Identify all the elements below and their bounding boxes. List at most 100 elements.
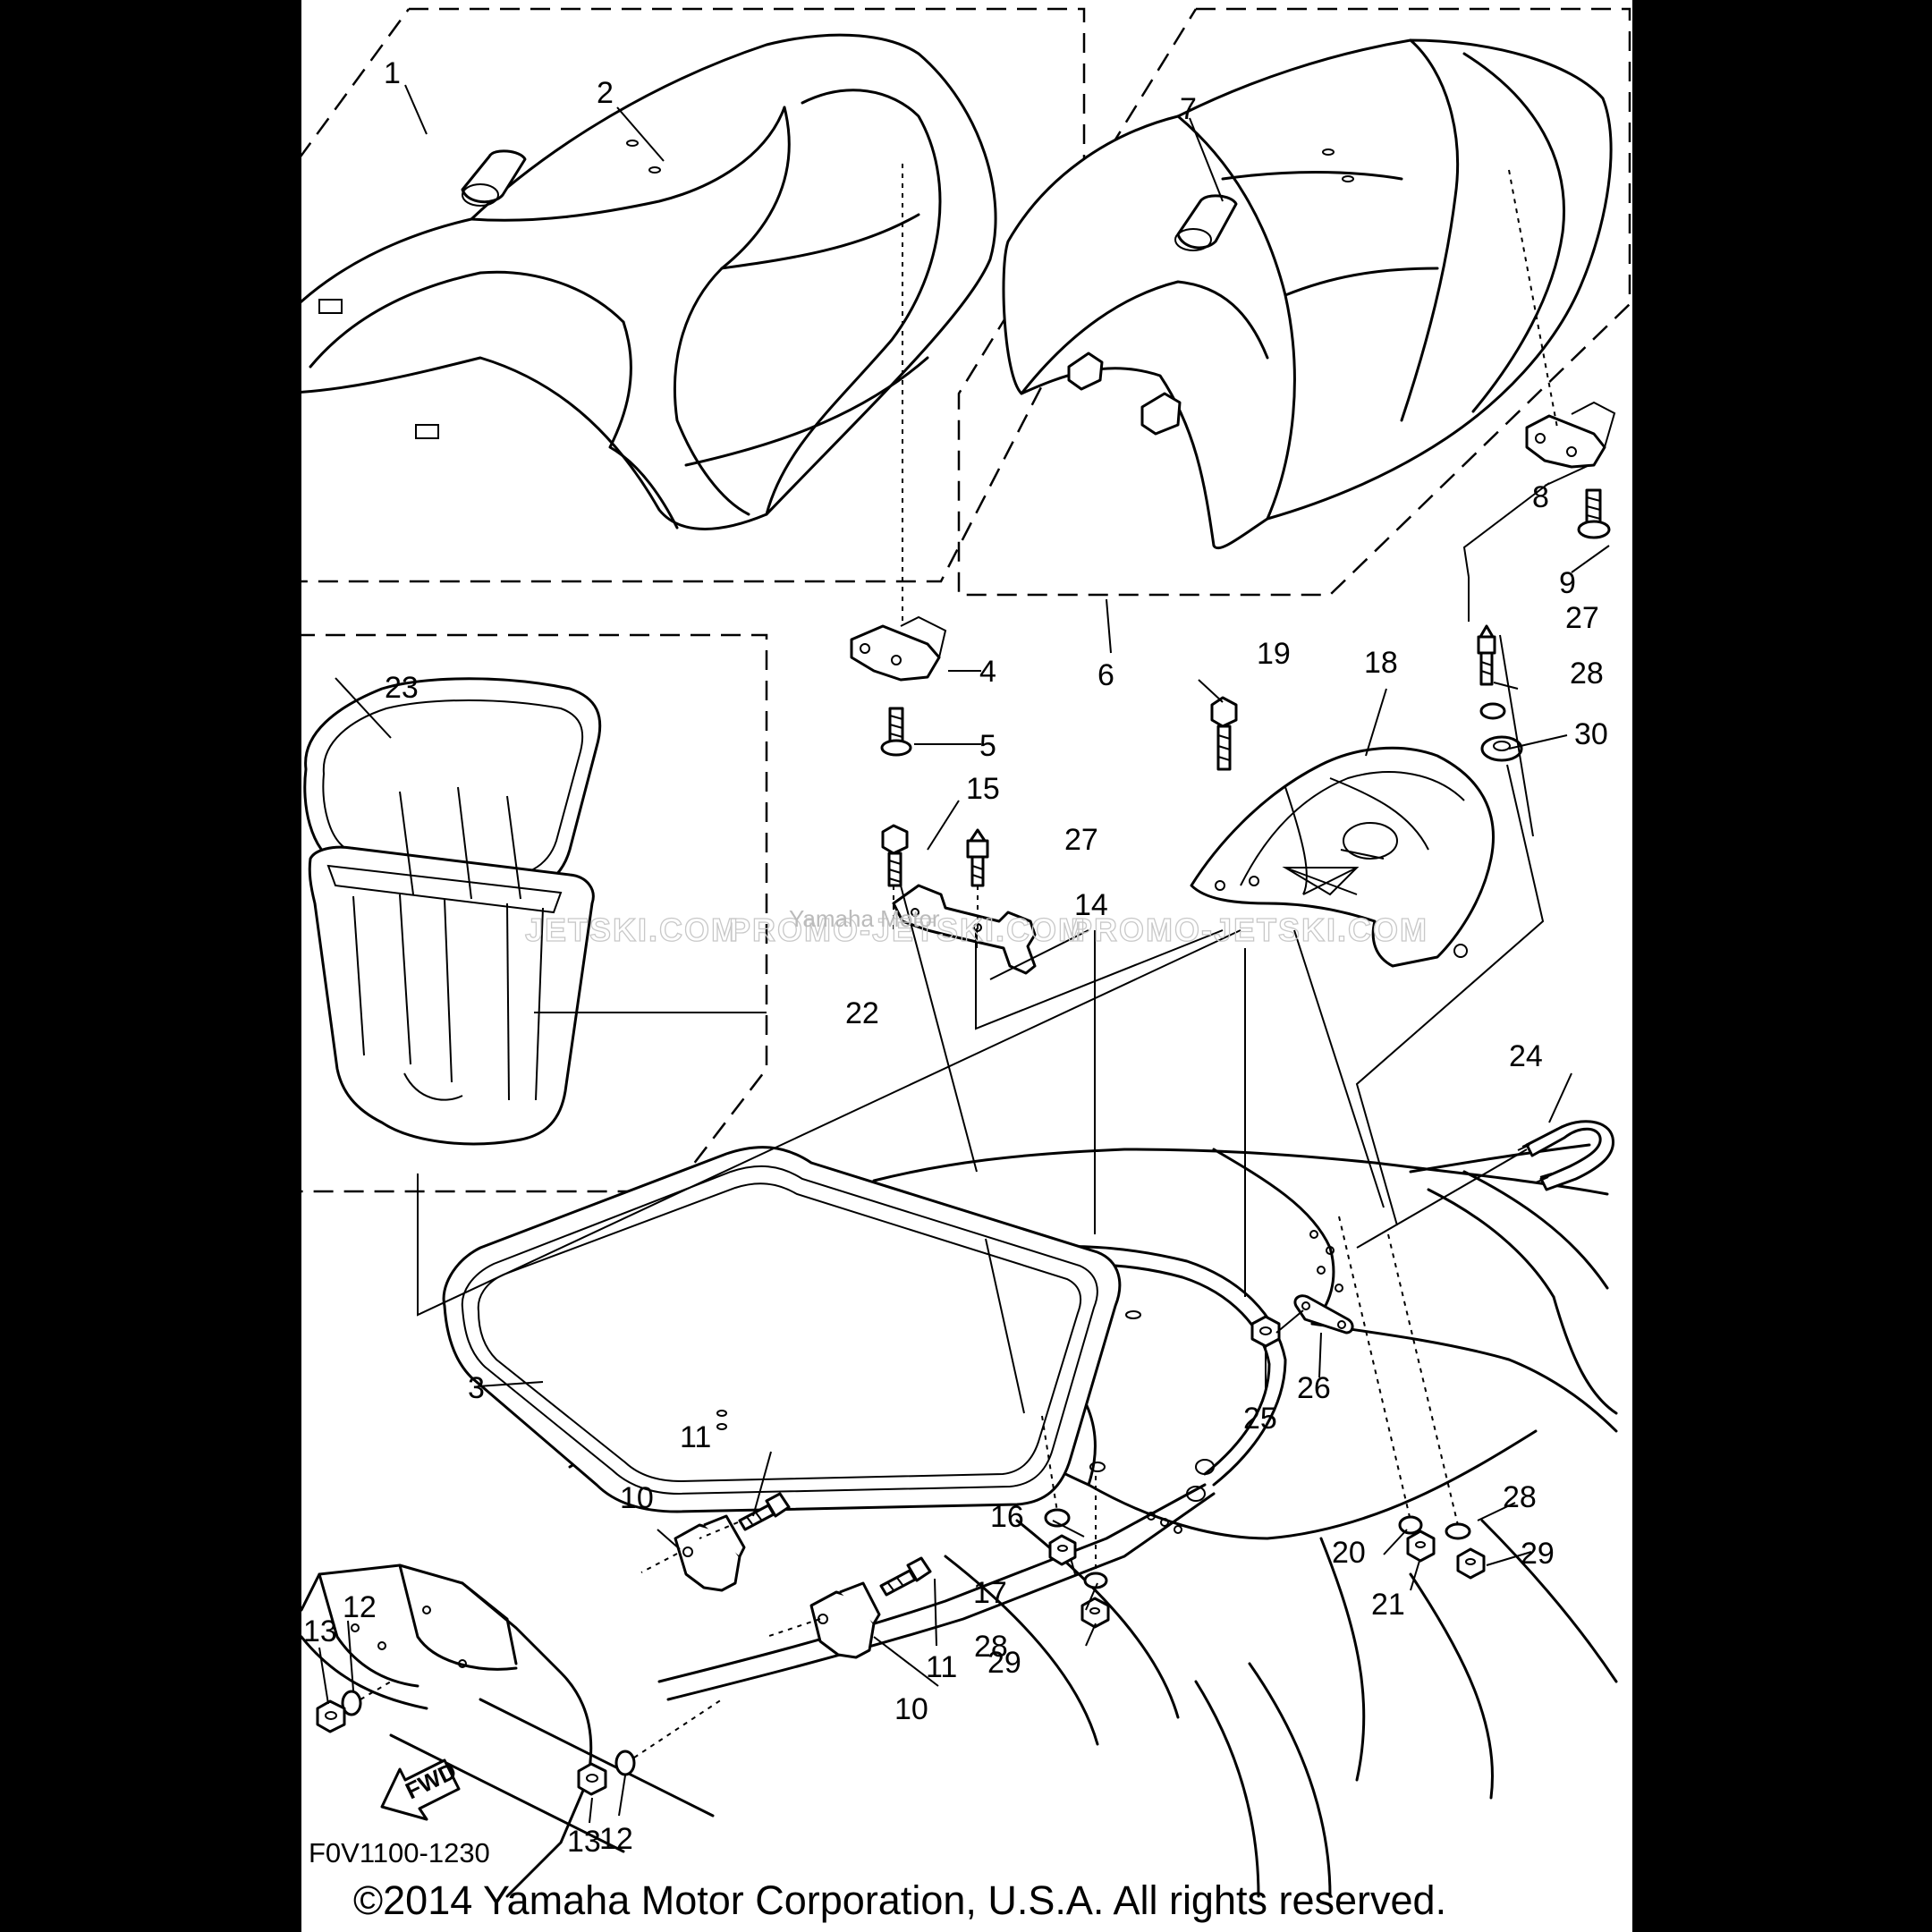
assembly-line-24 [1356, 1148, 1528, 1249]
callout-10b: 10 [894, 1692, 928, 1726]
group-box-seat-front [301, 7, 1086, 583]
callout-20: 20 [1332, 1536, 1366, 1570]
watermark-right: PROMO-JETSKI.COM [1071, 911, 1428, 948]
guide-seat-rear-to-bracket [1508, 169, 1558, 428]
fwd-direction-arrow: FWD [380, 1757, 461, 1821]
callout-26: 26 [1297, 1371, 1331, 1405]
callout-6: 6 [1097, 658, 1114, 692]
storage-frame-gasket [442, 1146, 1122, 1513]
seat-handle-rear [1174, 194, 1238, 251]
callout-16: 16 [990, 1500, 1024, 1534]
callout-1: 1 [384, 56, 401, 90]
callout-4: 4 [979, 655, 996, 689]
watermark-center: PROMO-JETSKI.COM [729, 911, 1087, 948]
watermark-small: Yamaha Motor [789, 905, 940, 932]
bolt-11-lower [879, 1556, 932, 1597]
assembly-line-9 [1462, 482, 1550, 578]
guide-right-nuts-2 [1387, 1233, 1459, 1526]
callout-19: 19 [1257, 637, 1291, 671]
bolt-19 [1210, 696, 1238, 771]
nut-29-right [1456, 1547, 1486, 1580]
bracket-plate-14 [892, 884, 1037, 975]
callout-10a: 10 [620, 1481, 654, 1515]
group-box-seat-rear [957, 7, 1631, 597]
nut-13-lower [577, 1762, 607, 1796]
callout-12a: 12 [343, 1590, 377, 1624]
callout-21: 21 [1371, 1588, 1405, 1622]
callout-24: 24 [1509, 1039, 1543, 1073]
callout-15: 15 [966, 772, 1000, 806]
nut-21 [1406, 1530, 1436, 1563]
seat-rear [1002, 38, 1613, 550]
guide-hinge-lower [766, 1618, 821, 1638]
callout-27b: 27 [1064, 823, 1098, 857]
grommet-30 [1480, 735, 1523, 762]
callout-9: 9 [1559, 566, 1576, 600]
nut-29-center [1080, 1597, 1110, 1629]
u-bolt-24 [1517, 1120, 1614, 1191]
callout-11b: 11 [926, 1650, 957, 1684]
figure-code: F0V1100-1230 [309, 1837, 490, 1868]
callout-28c: 28 [1503, 1480, 1537, 1514]
bolt-9 [1577, 488, 1611, 539]
assembly-line-30 [1355, 764, 1545, 1226]
bracket-rear-seat-lock [1525, 401, 1616, 469]
callout-22: 22 [845, 996, 879, 1030]
washer-28-upper [1479, 702, 1506, 720]
seat-front [301, 33, 997, 530]
callout-5: 5 [979, 729, 996, 763]
guide-washer-12-lower [633, 1699, 723, 1758]
callout-29b: 29 [987, 1646, 1021, 1680]
storage-bucket [308, 786, 595, 1146]
group-box-storage [301, 633, 768, 1193]
assembly-line-14-to-frame [900, 885, 978, 1173]
assembly-line-bucket-to-frame [417, 929, 1241, 1317]
washer-12-left [341, 1690, 362, 1716]
callout-7: 7 [1180, 92, 1197, 126]
callout-25: 25 [1243, 1402, 1277, 1436]
assembly-line-18 [1293, 929, 1385, 1208]
washer-12-lower [614, 1750, 636, 1776]
callout-30: 30 [1574, 717, 1608, 751]
watermark: JETSKI.COM PROMO-JETSKI.COM PROMO-JETSKI… [524, 905, 1428, 949]
stud-27-upper [1477, 624, 1496, 686]
callout-23: 23 [385, 671, 419, 705]
bolt-15 [881, 824, 909, 887]
guide-bolt-11-upper [699, 1521, 739, 1539]
plate-26 [1293, 1294, 1354, 1335]
hinge-10-upper [674, 1514, 746, 1592]
callout-numbers: 1 2 3 4 5 6 7 8 9 10 10 11 11 12 12 13 1… [303, 56, 1608, 1859]
callout-3: 3 [468, 1371, 485, 1405]
exploded-parts-diagram: FWD [301, 7, 1631, 1923]
callout-27a: 27 [1565, 601, 1599, 635]
callout-11a: 11 [680, 1420, 711, 1454]
seat-handle-front [461, 149, 527, 207]
assembly-line-14-left [975, 929, 1224, 1030]
callout-18: 18 [1364, 646, 1398, 680]
stud-27-middle [966, 828, 989, 887]
hinge-10-lower [809, 1581, 881, 1659]
assembly-line-frame-to-deck [985, 1238, 1025, 1414]
callout-28a: 28 [1570, 657, 1604, 691]
washer-20 [1398, 1515, 1423, 1535]
nut-25 [1250, 1315, 1281, 1348]
callout-2: 2 [597, 76, 614, 110]
copyright-notice: ©2014 Yamaha Motor Corporation, U.S.A. A… [353, 1877, 1446, 1923]
guide-right-nuts [1338, 1216, 1411, 1521]
callout-8: 8 [1532, 480, 1549, 514]
callout-29a: 29 [1521, 1537, 1555, 1571]
nut-17 [1048, 1534, 1077, 1566]
callout-17: 17 [973, 1576, 1007, 1610]
callout-13a: 13 [303, 1614, 337, 1648]
assembly-line-26 [1275, 1309, 1304, 1334]
rear-grab-handle [1190, 746, 1495, 968]
callout-13b: 13 [567, 1825, 601, 1859]
washer-16 [1044, 1508, 1071, 1528]
parts-diagram-sheet: FWD [301, 0, 1632, 1932]
bracket-front-seat-lock [850, 615, 947, 682]
callout-14: 14 [1074, 888, 1108, 922]
bolt-5 [880, 707, 912, 757]
guide-hinge-upper [640, 1553, 678, 1573]
bolt-11-upper [738, 1492, 791, 1531]
nut-13-left [316, 1699, 346, 1733]
